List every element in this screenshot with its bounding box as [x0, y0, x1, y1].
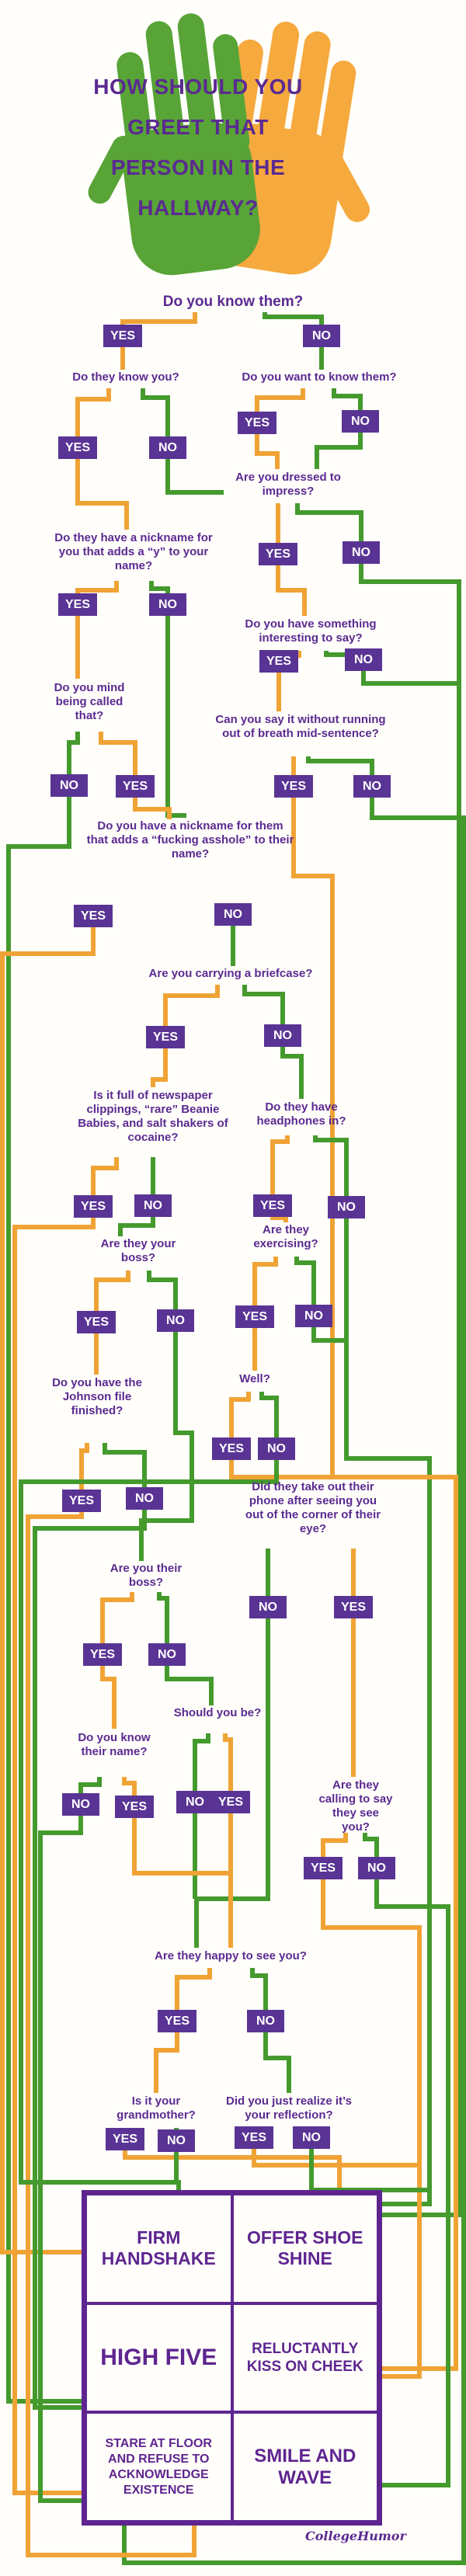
question-your-boss: Are they your boss?: [100, 1237, 176, 1264]
result-smile-and-wave: SMILE AND WAVE: [231, 2412, 378, 2522]
green-hand-icon: [88, 13, 260, 276]
question-well: Well?: [239, 1372, 270, 1385]
answer-23-yes: YES: [234, 2126, 274, 2149]
answer-15-no: NO: [258, 1437, 295, 1460]
result-stare-at-floor: STARE AT FLOOR AND REFUSE TO ACKNOWLEDGE…: [85, 2412, 232, 2522]
collegehumor-logo: CollegeHumor: [305, 2529, 406, 2543]
answer-21-yes: YES: [157, 2010, 197, 2032]
answer-20-yes: YES: [303, 1857, 343, 1879]
answer-19-no: NO: [62, 1793, 99, 1816]
answer-0-yes: YES: [103, 325, 143, 347]
answer-13-no: NO: [295, 1305, 332, 1327]
question-dressed-to-impress: Are you dressed to impress?: [235, 471, 341, 498]
answer-13-yes: YES: [235, 1305, 275, 1328]
question-calling-to-say: Are they calling to say they see you?: [318, 1778, 393, 1834]
answer-1-no: NO: [149, 436, 186, 459]
answer-16-no: NO: [249, 1596, 287, 1618]
answer-12-yes: YES: [76, 1311, 116, 1333]
answer-17-no: NO: [148, 1643, 186, 1666]
question-exercising: Are they exercising?: [253, 1223, 318, 1250]
answer-14-no: NO: [126, 1487, 163, 1510]
answer-4-no: NO: [149, 593, 186, 616]
question-took-out-phone: Did they take out their phone after seei…: [245, 1480, 381, 1535]
answer-16-yes: YES: [333, 1596, 374, 1618]
answer-18-no: NO: [176, 1791, 214, 1813]
question-mind-being-called: Do you mind being called that?: [54, 681, 125, 722]
answer-22-yes: YES: [105, 2128, 145, 2150]
answer-17-yes: YES: [82, 1643, 123, 1666]
answer-19-yes: YES: [114, 1796, 155, 1818]
handprints-graphic: [88, 13, 370, 276]
answer-6-no: NO: [50, 774, 88, 797]
result-reluctantly-kiss: RELUCTANTLY KISS ON CHEEK: [231, 2303, 378, 2413]
question-know-them: Do you know them?: [162, 294, 304, 310]
answer-7-no: NO: [353, 775, 391, 798]
question-happy-to-see-you: Are they happy to see you?: [155, 1949, 307, 1962]
answer-9-no: NO: [264, 1024, 301, 1047]
answer-5-yes: YES: [259, 650, 299, 673]
answer-6-yes: YES: [115, 775, 155, 798]
answer-20-no: NO: [358, 1857, 395, 1879]
result-high-five: HIGH FIVE: [85, 2303, 232, 2413]
answer-10-yes: YES: [73, 1195, 113, 1218]
question-briefcase: Are you carrying a briefcase?: [148, 967, 313, 980]
question-headphones: Do they have headphones in?: [256, 1100, 346, 1128]
answer-22-no: NO: [158, 2129, 195, 2152]
answer-0-no: NO: [303, 325, 340, 347]
answer-3-no: NO: [343, 541, 380, 564]
result-offer-shoe-shine: OFFER SHOE SHINE: [231, 2194, 378, 2303]
question-nickname-for-them: Do you have a nickname for them that add…: [86, 819, 294, 860]
question-they-know-you: Do they know you?: [72, 370, 179, 384]
question-grandmother: Is it your grandmother?: [116, 2095, 196, 2122]
answer-8-no: NO: [214, 903, 252, 926]
answer-9-yes: YES: [145, 1026, 186, 1048]
result-firm-handshake: FIRM HANDSHAKE: [85, 2194, 232, 2303]
page-title: HOW SHOULD YOU GREET THAT PERSON IN THE …: [93, 75, 303, 220]
answer-7-yes: YES: [273, 775, 314, 798]
question-reflection: Did you just realize it’s your reflectio…: [226, 2095, 352, 2122]
answer-3-yes: YES: [258, 543, 298, 565]
question-should-you-be: Should you be?: [173, 1706, 262, 1719]
question-johnson-file: Do you have the Johnson file finished?: [52, 1376, 142, 1417]
answer-14-yes: YES: [61, 1490, 102, 1512]
answer-23-no: NO: [293, 2126, 330, 2149]
question-know-their-name: Do you know their name?: [78, 1731, 151, 1758]
answer-1-yes: YES: [57, 436, 98, 459]
answer-11-no: NO: [328, 1196, 365, 1218]
answer-11-yes: YES: [252, 1194, 293, 1217]
answer-8-yes: YES: [73, 905, 113, 927]
answer-4-yes: YES: [57, 593, 98, 616]
answer-10-no: NO: [134, 1194, 172, 1217]
answer-2-no: NO: [342, 410, 379, 433]
results-grid: FIRM HANDSHAKE OFFER SHOE SHINE HIGH FIV…: [82, 2190, 382, 2526]
question-without-running-out-of-breath: Can you say it without running out of br…: [215, 713, 386, 740]
question-briefcase-contents: Is it full of newspaper clippings, “rare…: [78, 1089, 228, 1144]
connector-lines: [0, 312, 466, 2565]
answer-18-yes: YES: [210, 1791, 251, 1813]
answer-5-no: NO: [345, 648, 382, 671]
answer-2-yes: YES: [237, 412, 277, 434]
question-want-to-know: Do you want to know them?: [242, 370, 397, 384]
answer-21-no: NO: [247, 2010, 284, 2032]
answer-15-yes: YES: [211, 1437, 252, 1460]
answer-12-no: NO: [157, 1309, 194, 1332]
question-their-boss: Are you their boss?: [110, 1562, 183, 1589]
question-nickname-y: Do they have a nickname for you that add…: [54, 531, 213, 572]
question-something-interesting: Do you have something interesting to say…: [245, 617, 377, 645]
